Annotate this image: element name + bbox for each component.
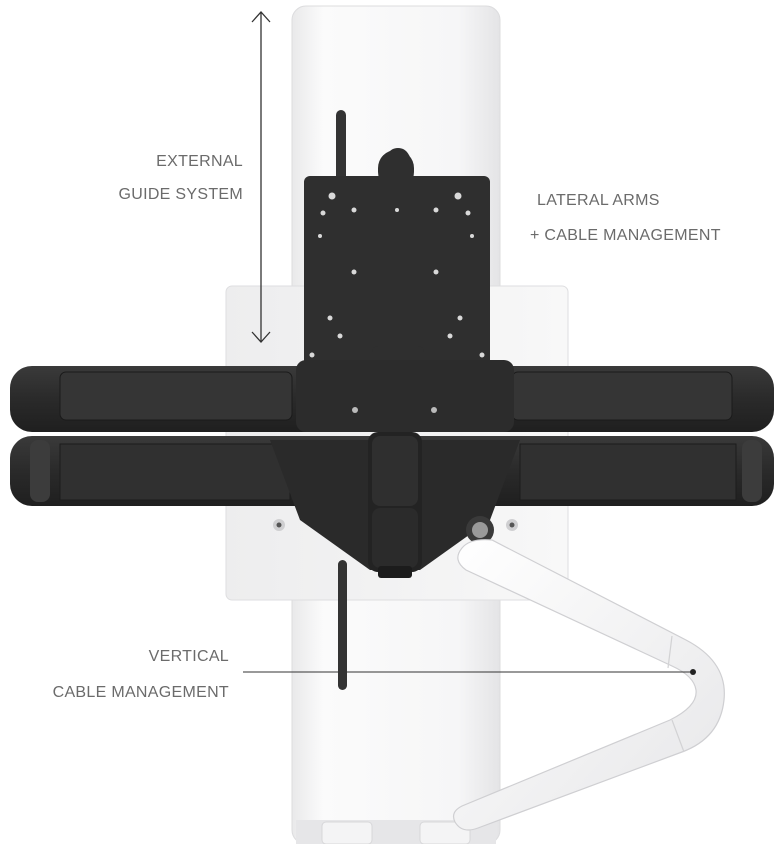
guide-slot-lower	[338, 560, 347, 690]
vertical-cable-leader	[243, 669, 696, 675]
external-guide-label-2: GUIDE SYSTEM	[118, 185, 243, 205]
vertical-cable-label-line2: CABLE MANAGEMENT	[52, 684, 229, 701]
central-hinge	[270, 432, 520, 578]
vertical-cable-label: VERTICAL	[149, 647, 229, 667]
upper-arms	[10, 360, 774, 432]
external-guide-label-line2: GUIDE SYSTEM	[118, 186, 243, 203]
lateral-arms-label-2: + CABLE MANAGEMENT	[530, 226, 721, 246]
vesa-plate	[304, 148, 490, 386]
guide-slot-upper	[336, 110, 346, 190]
vertical-cable-label-line1: VERTICAL	[148, 648, 229, 665]
lateral-arms-label-line2: + CABLE MANAGEMENT	[530, 227, 721, 244]
external-guide-label-line1: EXTERNAL	[156, 153, 243, 170]
external-guide-label: EXTERNAL	[156, 152, 243, 172]
lateral-arms-label-line1: LATERAL ARMS	[537, 192, 660, 209]
lateral-arms-label: LATERAL ARMS	[537, 191, 660, 211]
travel-arrow	[251, 11, 271, 343]
vertical-cable-label-2: CABLE MANAGEMENT	[53, 683, 229, 703]
